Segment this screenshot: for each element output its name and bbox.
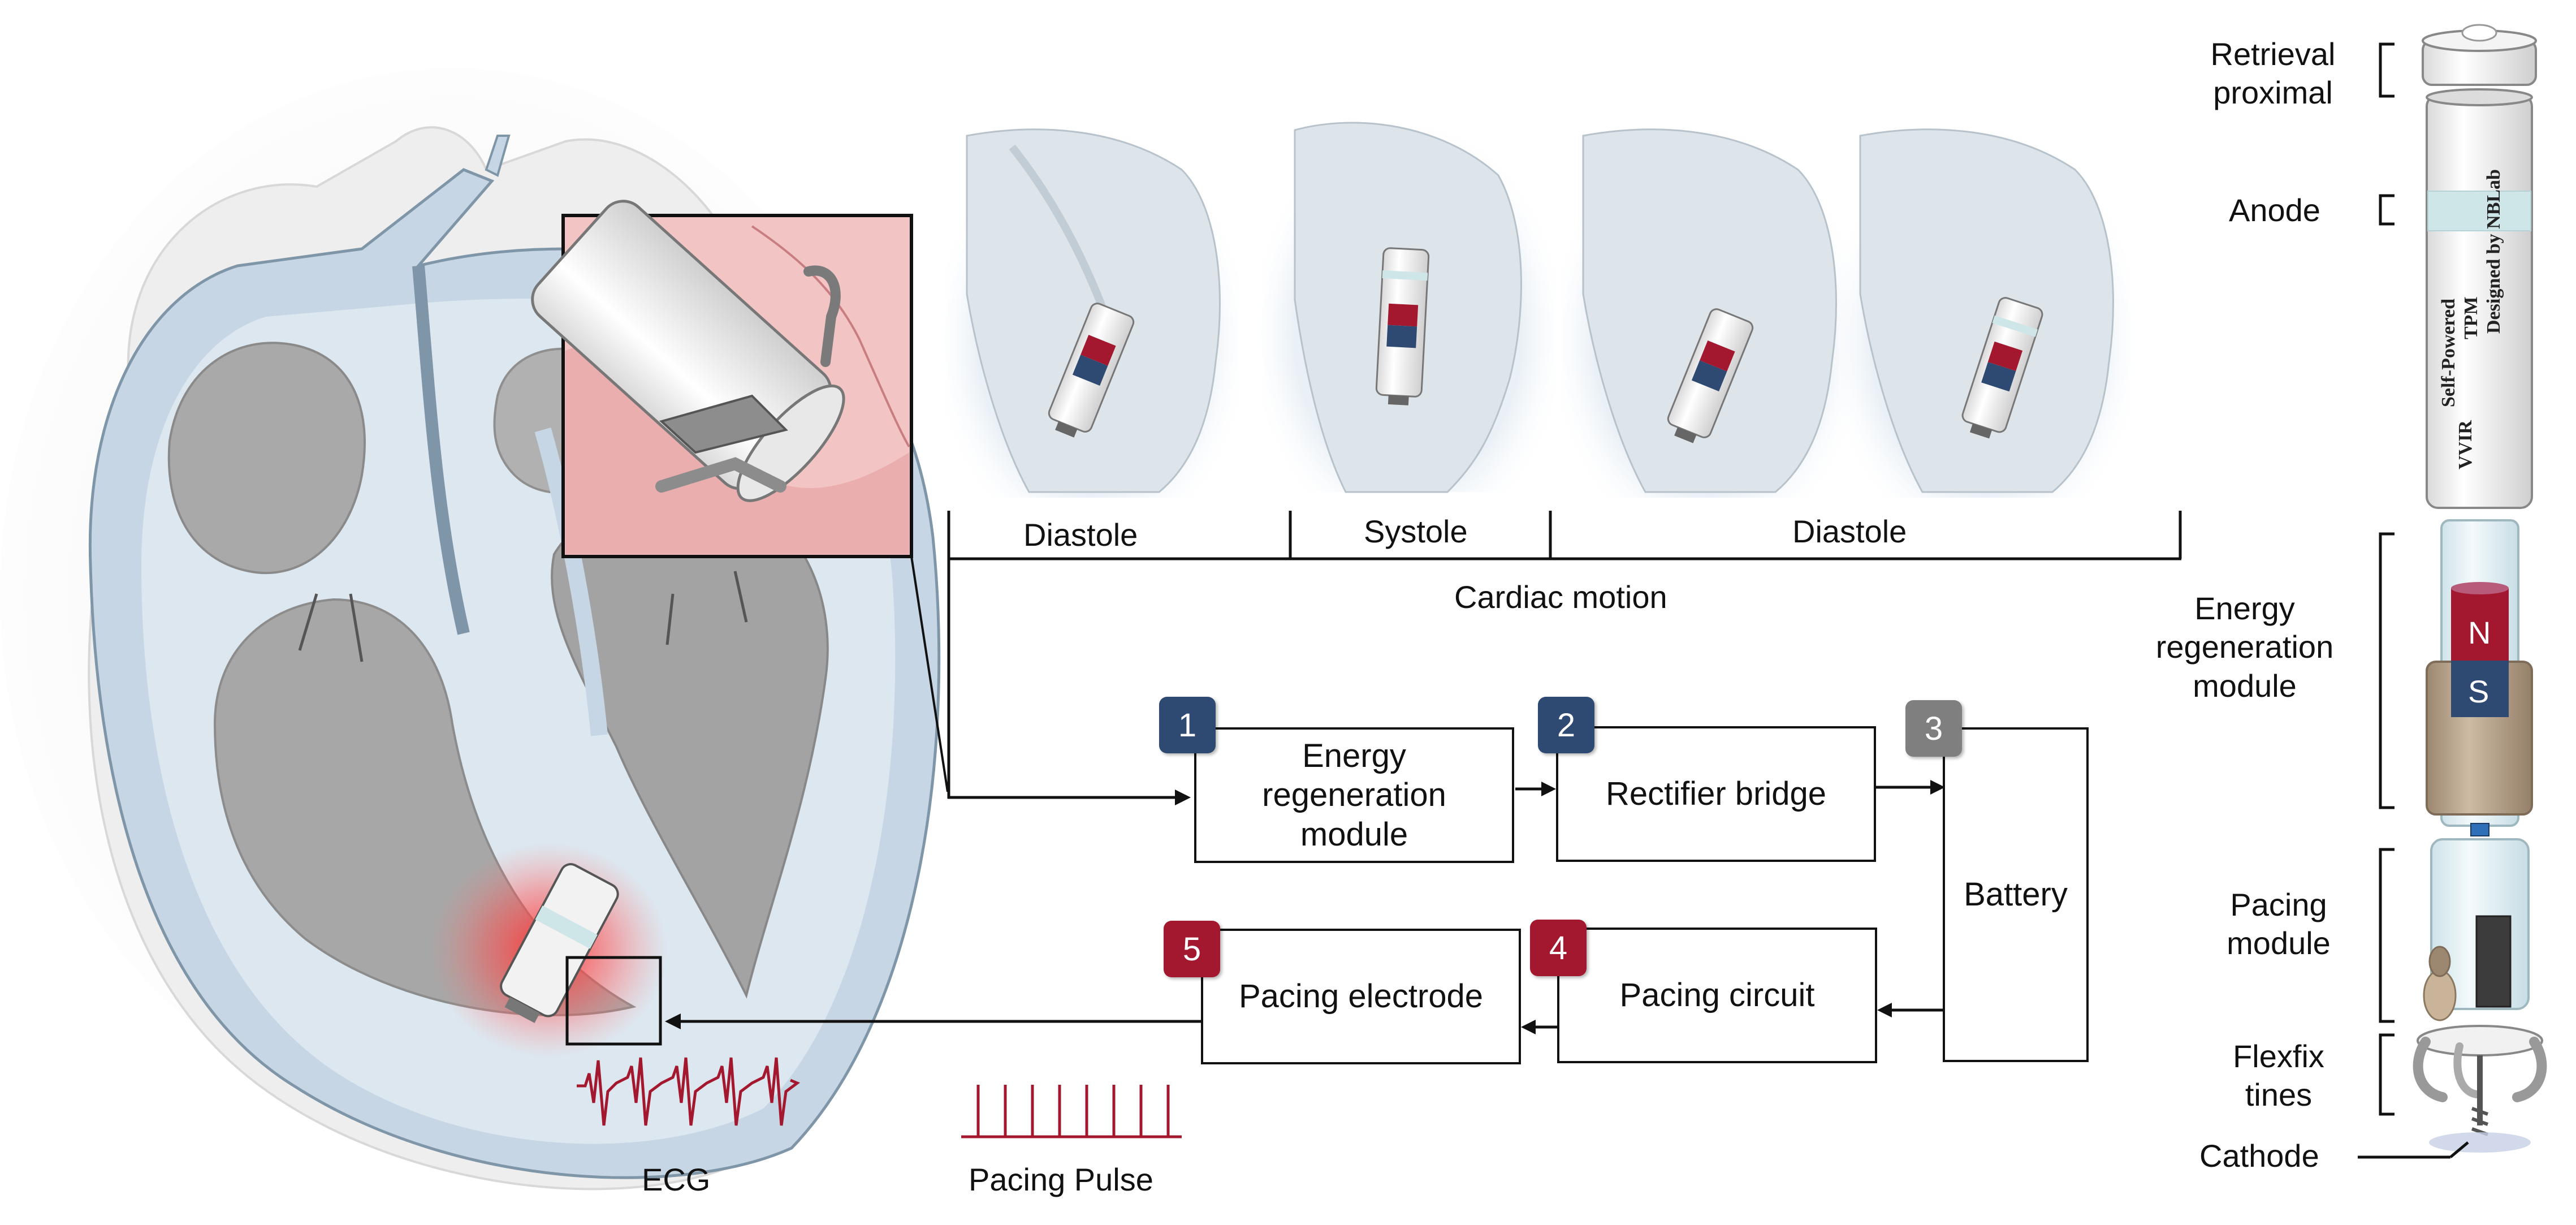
device-energy-line2: regeneration (2155, 629, 2334, 665)
exploded-device (2413, 24, 2547, 1153)
cardiac-motion-label: Cardiac motion (1454, 579, 1667, 615)
motion-label-diastole-left: Diastole (1023, 517, 1138, 553)
rectifier-box-label: Rectifier bridge (1605, 775, 1827, 813)
motion-label-diastole-right: Diastole (1792, 514, 1907, 549)
pacing-electrode-label: Pacing electrode (1238, 978, 1484, 1015)
label-pacing-module: Pacing module (2216, 886, 2341, 963)
pacing-circuit-label: Pacing circuit (1619, 977, 1815, 1014)
device-body-text: Self-Powered TPM Designed by NBLab VVIR (2427, 102, 2532, 498)
pacing-pulse-label: Pacing Pulse (969, 1162, 1153, 1197)
device-text-tpm: TPM (2461, 296, 2482, 339)
retrieval-line2: proximal (2213, 75, 2333, 111)
magnet-s-label: S (2468, 674, 2489, 709)
label-flexfix-tines: Flexfix tines (2216, 1037, 2341, 1115)
pacing-pulse-train (961, 1085, 1182, 1138)
energy-module-box: Energy regeneration module (1194, 727, 1514, 863)
retrieval-line1: Retrieval (2210, 36, 2336, 72)
rectifier-bridge-box: Rectifier bridge (1556, 726, 1876, 862)
device-pacing-line2: module (2227, 925, 2331, 961)
step-badge-4: 4 (1530, 920, 1587, 976)
ecg-trace (577, 1057, 800, 1126)
pacing-electrode-box: Pacing electrode (1201, 929, 1521, 1064)
device-brackets (2358, 42, 2469, 1159)
label-cathode: Cathode (2199, 1138, 2319, 1174)
device-text-designed: Designed by NBLab (2483, 169, 2504, 334)
flow-arrows (665, 780, 1945, 1034)
label-retrieval-proximal: Retrieval proximal (2188, 35, 2358, 113)
flexfix-line1: Flexfix (2233, 1038, 2324, 1074)
label-anode: Anode (2229, 192, 2320, 228)
device-text-self-powered: Self-Powered (2438, 299, 2459, 407)
device-pacing-line1: Pacing (2230, 887, 2327, 922)
step-badge-2: 2 (1538, 697, 1594, 753)
energy-box-line3: module (1300, 816, 1408, 853)
battery-box: Battery (1943, 727, 2089, 1062)
zoom-inset (531, 200, 949, 792)
step-badge-5: 5 (1164, 921, 1220, 977)
device-energy-line3: module (2193, 667, 2297, 704)
device-energy-line1: Energy (2194, 590, 2295, 626)
ecg-label: ECG (642, 1162, 711, 1197)
device-text-vvir: VVIR (2455, 420, 2476, 469)
magnet-n-label: N (2468, 615, 2491, 650)
step-badge-1: 1 (1159, 697, 1216, 753)
step-badge-3: 3 (1905, 700, 1962, 757)
energy-box-line2: regeneration (1262, 777, 1446, 814)
label-energy-regeneration-module: Energy regeneration module (2126, 589, 2363, 705)
battery-box-label: Battery (1964, 876, 2068, 913)
motion-label-systole: Systole (1364, 514, 1468, 549)
pacing-circuit-box: Pacing circuit (1557, 928, 1877, 1063)
flexfix-line2: tines (2245, 1077, 2313, 1113)
cardiac-motion-bracket (947, 511, 2182, 799)
cardiac-motion-thumbnails (944, 96, 2132, 498)
energy-box-line1: Energy (1302, 737, 1406, 774)
